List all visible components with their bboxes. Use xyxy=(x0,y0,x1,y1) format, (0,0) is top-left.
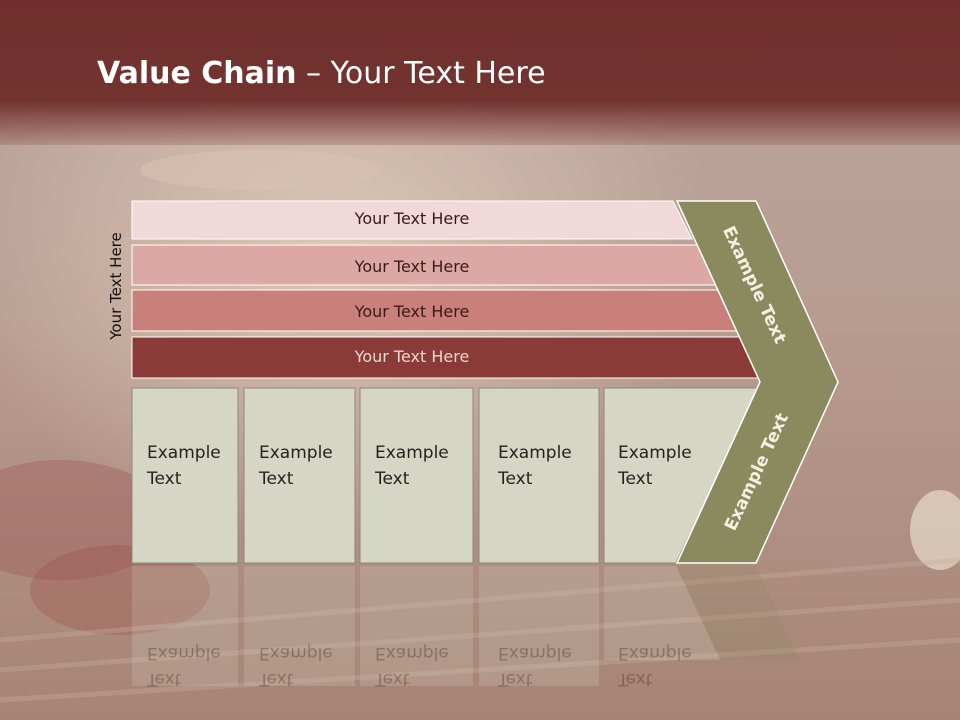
title-bold: Value Chain xyxy=(97,56,297,91)
box-5 xyxy=(603,387,761,564)
bar-1 xyxy=(131,200,693,240)
box-4 xyxy=(478,387,600,564)
bar-label-4: Your Text Here xyxy=(354,347,470,366)
box-3 xyxy=(359,387,474,564)
chevron-arrow xyxy=(675,200,839,564)
bar-label-1: Your Text Here xyxy=(354,209,470,228)
header-band xyxy=(0,0,960,145)
reflection xyxy=(132,566,800,686)
bar-label-2: Your Text Here xyxy=(354,257,470,276)
title-rest: – Your Text Here xyxy=(296,56,546,91)
bar-label-3: Your Text Here xyxy=(354,302,470,321)
slide-title: Value Chain – Your Text Here xyxy=(97,56,546,91)
box-2 xyxy=(243,387,356,564)
box-1 xyxy=(131,387,239,564)
